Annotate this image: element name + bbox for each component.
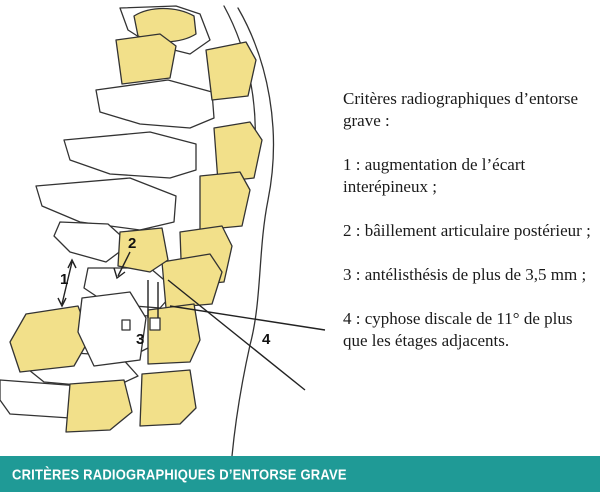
marker-2: 2	[128, 235, 136, 252]
facet-joint-small	[149, 317, 161, 331]
measurement-lines	[57, 251, 326, 391]
facet-gap-arrow-line	[117, 251, 131, 277]
facet-joint-small	[121, 319, 131, 331]
marker-3: 3	[136, 331, 144, 348]
legend-item-3: 3 : antélisthésis de plus de 3,5 mm ;	[343, 265, 587, 284]
caption-bar: CRITÈRES RADIOGRAPHIQUES D’ENTORSE GRAVE	[0, 456, 600, 492]
legend-item-2: 2 : bâillement articulaire postérieur ;	[343, 221, 591, 240]
vertebral-bodies	[9, 7, 263, 433]
soft-tissue-outline	[231, 7, 275, 456]
arrow-head-up	[67, 258, 77, 269]
caption-text: CRITÈRES RADIOGRAPHIQUES D’ENTORSE GRAVE	[12, 465, 347, 483]
marker-1: 1	[60, 271, 68, 288]
legend-item-1: 1 : augmentation de l’écart interépineux…	[343, 155, 526, 196]
legend-item-4: 4 : cyphose discale de 11° de plus que l…	[343, 309, 573, 350]
kyphosis-line-upper	[167, 279, 306, 391]
cervical-spine-illustration: 1 2 3 4	[0, 5, 326, 456]
arrow-head-down	[57, 297, 67, 308]
legend-title: Critères radiographiques d’entorse grave…	[343, 89, 579, 130]
marker-4: 4	[262, 331, 271, 348]
arrow-head-facet	[113, 267, 126, 280]
kyphosis-line-lower	[169, 305, 326, 331]
displaced-vertebra	[77, 291, 147, 367]
criteria-legend: Critères radiographiques d’entorse grave…	[343, 88, 595, 374]
spine-drawing: 1 2 3 4	[0, 5, 326, 456]
interspinous-arrow-line	[61, 261, 73, 305]
